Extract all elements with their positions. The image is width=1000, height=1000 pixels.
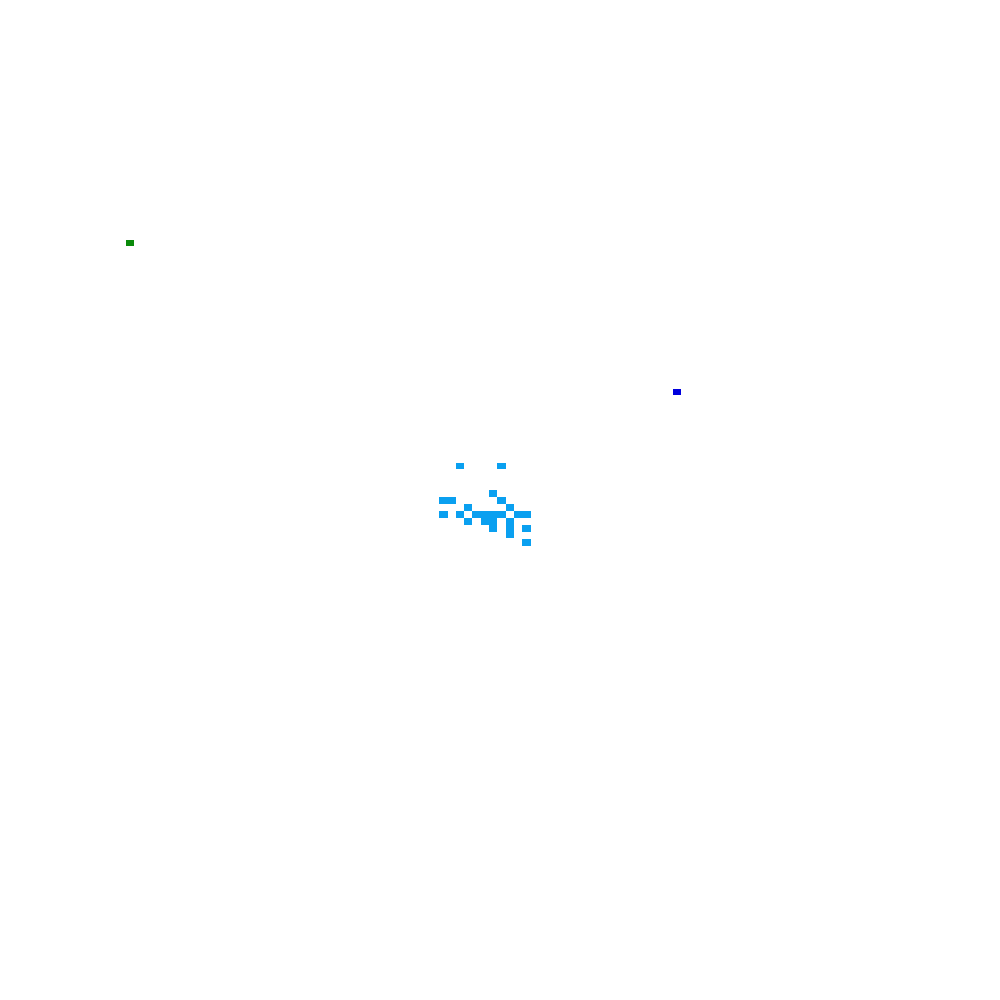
obstacle-block bbox=[456, 463, 464, 469]
obstacle-block bbox=[489, 525, 497, 532]
obstacle-block bbox=[506, 504, 514, 511]
obstacle-block bbox=[497, 463, 506, 469]
obstacle-block bbox=[522, 539, 531, 546]
obstacle-block bbox=[514, 511, 531, 518]
goal-icon bbox=[673, 389, 681, 395]
obstacle-block bbox=[506, 532, 514, 538]
obstacle-block bbox=[456, 511, 464, 518]
agent-icon bbox=[126, 240, 134, 246]
obstacle-block bbox=[464, 518, 472, 525]
obstacle-block bbox=[481, 518, 497, 525]
obstacle-block bbox=[497, 497, 506, 504]
obstacle-block bbox=[439, 511, 448, 518]
obstacle-block bbox=[506, 518, 514, 525]
obstacle-block bbox=[464, 504, 472, 511]
obstacle-block bbox=[439, 497, 456, 504]
obstacle-block bbox=[472, 511, 506, 518]
obstacle-block bbox=[522, 525, 531, 532]
obstacle-block bbox=[489, 490, 497, 497]
obstacle-block bbox=[506, 525, 514, 532]
